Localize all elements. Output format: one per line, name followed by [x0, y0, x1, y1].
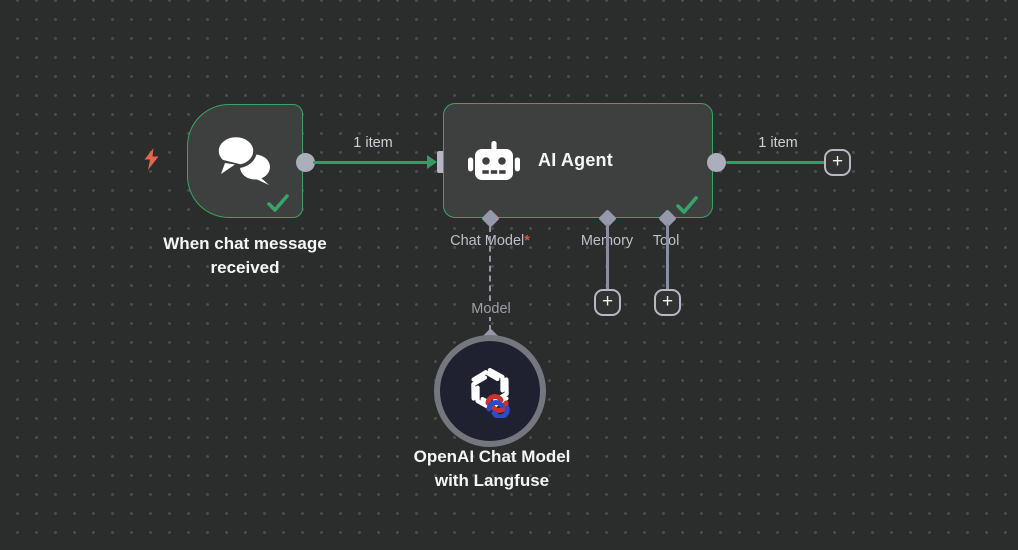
- node-openai-chat-model[interactable]: [434, 335, 546, 447]
- model-node-label-line1: OpenAI Chat Model: [413, 447, 571, 466]
- add-memory-button[interactable]: +: [594, 289, 621, 316]
- connection-line[interactable]: [313, 160, 428, 164]
- node-when-chat-message-received[interactable]: [187, 104, 303, 218]
- model-node-label: OpenAI Chat Model with Langfuse: [370, 445, 614, 493]
- connection-items-label: 1 item: [758, 135, 798, 151]
- input-endpoint[interactable]: [437, 151, 447, 173]
- success-checkmark-icon: [267, 194, 289, 212]
- trigger-node-label: When chat message received: [163, 234, 327, 277]
- memory-connector-line: [606, 224, 609, 291]
- node-ai-agent[interactable]: AI Agent: [443, 103, 713, 218]
- model-connection-label: Model: [467, 301, 515, 317]
- output-endpoint[interactable]: [707, 152, 726, 172]
- agent-node-title: AI Agent: [538, 150, 613, 170]
- add-tool-button[interactable]: +: [654, 289, 681, 316]
- required-marker: *: [524, 233, 530, 249]
- chat-model-label: Chat Model*: [450, 233, 530, 249]
- success-checkmark-icon: [676, 196, 698, 214]
- output-endpoint[interactable]: [296, 152, 315, 172]
- connection-arrow-icon: [427, 155, 437, 169]
- chat-model-label-text: Chat Model: [450, 233, 525, 249]
- connection-items-label: 1 item: [353, 135, 393, 151]
- tool-connector-line: [666, 224, 669, 291]
- robot-icon: [468, 141, 520, 180]
- add-node-button[interactable]: +: [824, 148, 851, 176]
- model-connection-line[interactable]: [489, 226, 491, 331]
- langfuse-badge: [485, 394, 510, 418]
- lightning-bolt-icon: [144, 148, 159, 170]
- model-node-label-line2: with Langfuse: [434, 471, 550, 490]
- chat-bubbles-icon: [215, 133, 270, 185]
- connection-line[interactable]: [726, 160, 826, 164]
